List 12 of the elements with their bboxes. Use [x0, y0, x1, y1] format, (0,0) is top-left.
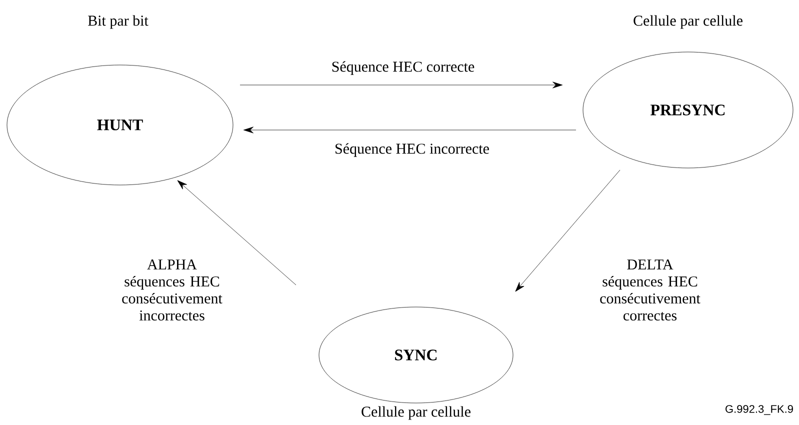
- state-caption: Cellule par cellule: [634, 15, 742, 29]
- arrow: [177, 180, 296, 286]
- state-caption: Bit par bit: [88, 15, 148, 29]
- arrow: [515, 170, 620, 292]
- state-caption: Cellule par cellule: [362, 406, 470, 420]
- arrow: [243, 126, 576, 134]
- edge-label: ALPHA séquences HEC consécutivement incorrectes: [117, 258, 227, 322]
- edge-label: Séquence HEC incorrecte: [334, 142, 490, 158]
- edge-label: DELTA séquences HEC consécutivement correctes: [595, 258, 706, 322]
- figure-id: G.992.3_FK.9: [726, 405, 793, 415]
- arrow: [240, 82, 563, 88]
- edge-label: Séquence HEC correcte: [330, 60, 476, 76]
